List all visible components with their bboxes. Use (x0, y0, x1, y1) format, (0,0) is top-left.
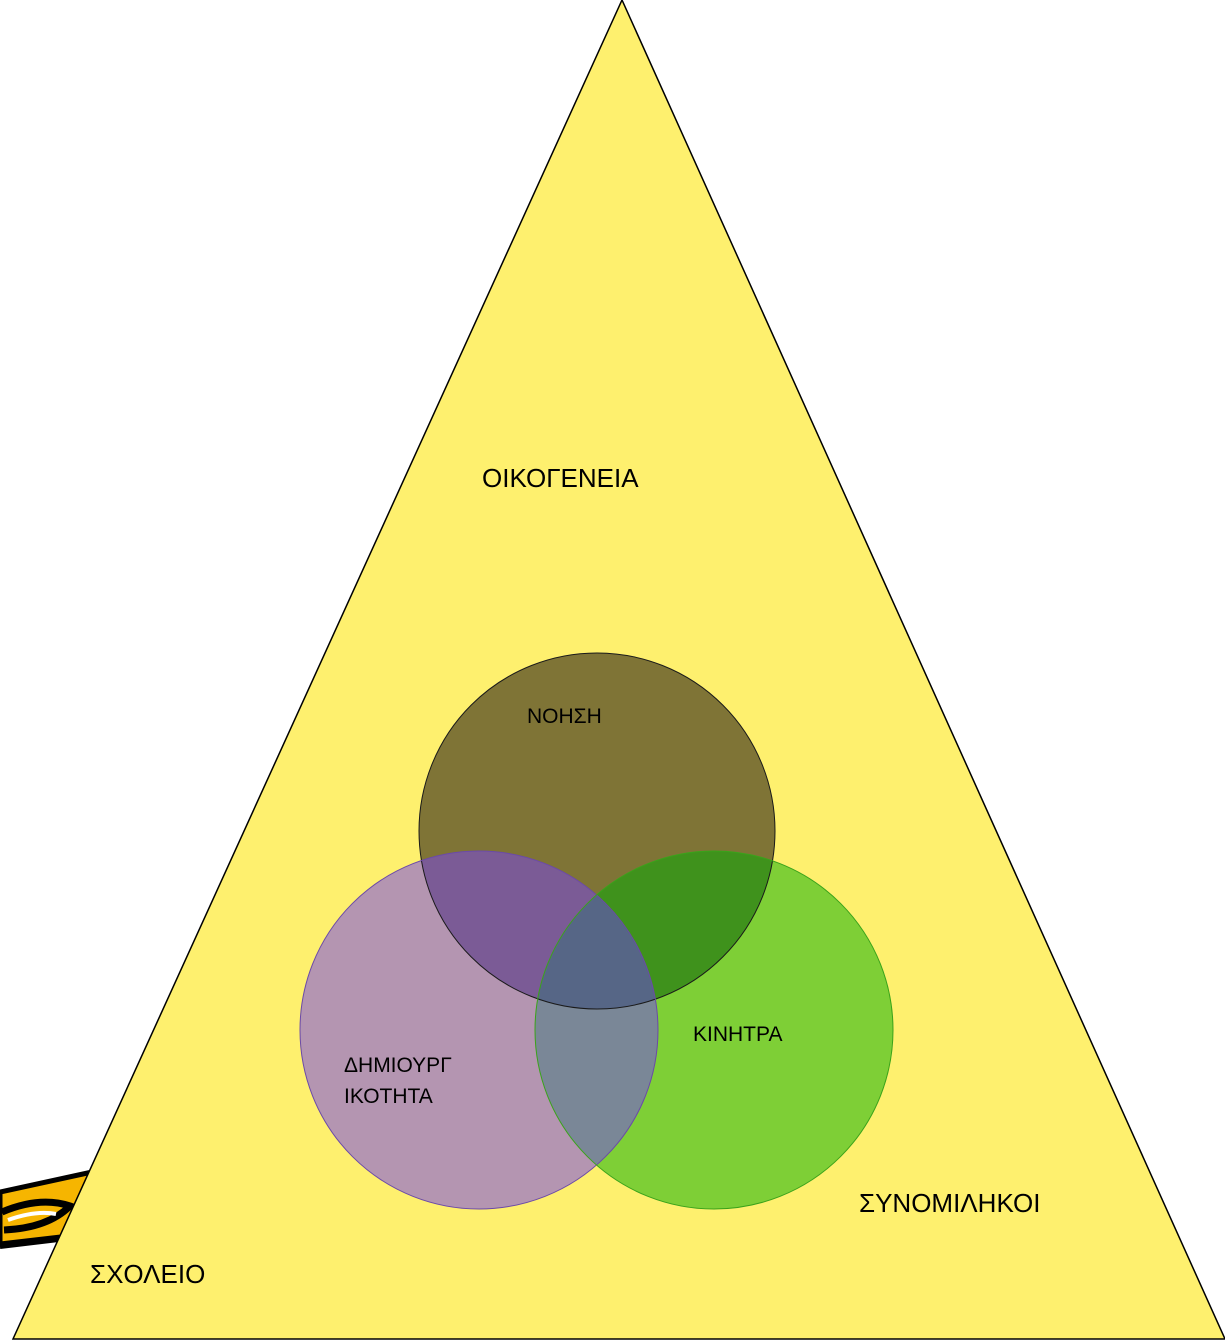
label-motivation: ΚΙΝΗΤΡΑ (693, 1023, 782, 1046)
label-creativity-line2: ΙΚΟΤΗΤΑ (344, 1085, 433, 1108)
label-school: ΣΧΟΛΕΙΟ (90, 1259, 205, 1289)
circle-intelligence-outline (418, 652, 776, 1010)
label-family: ΟΙΚΟΓΕΝΕΙΑ (482, 463, 639, 493)
circle-creativity-outline (299, 850, 659, 1210)
circle-motivation-outline (534, 850, 894, 1210)
label-intelligence: ΝΟΗΣΗ (527, 705, 602, 728)
label-peers: ΣΥΝΟΜΙΛΗΚΟΙ (859, 1188, 1040, 1218)
label-creativity-line1: ΔΗΜΙΟΥΡΓ (344, 1054, 452, 1077)
